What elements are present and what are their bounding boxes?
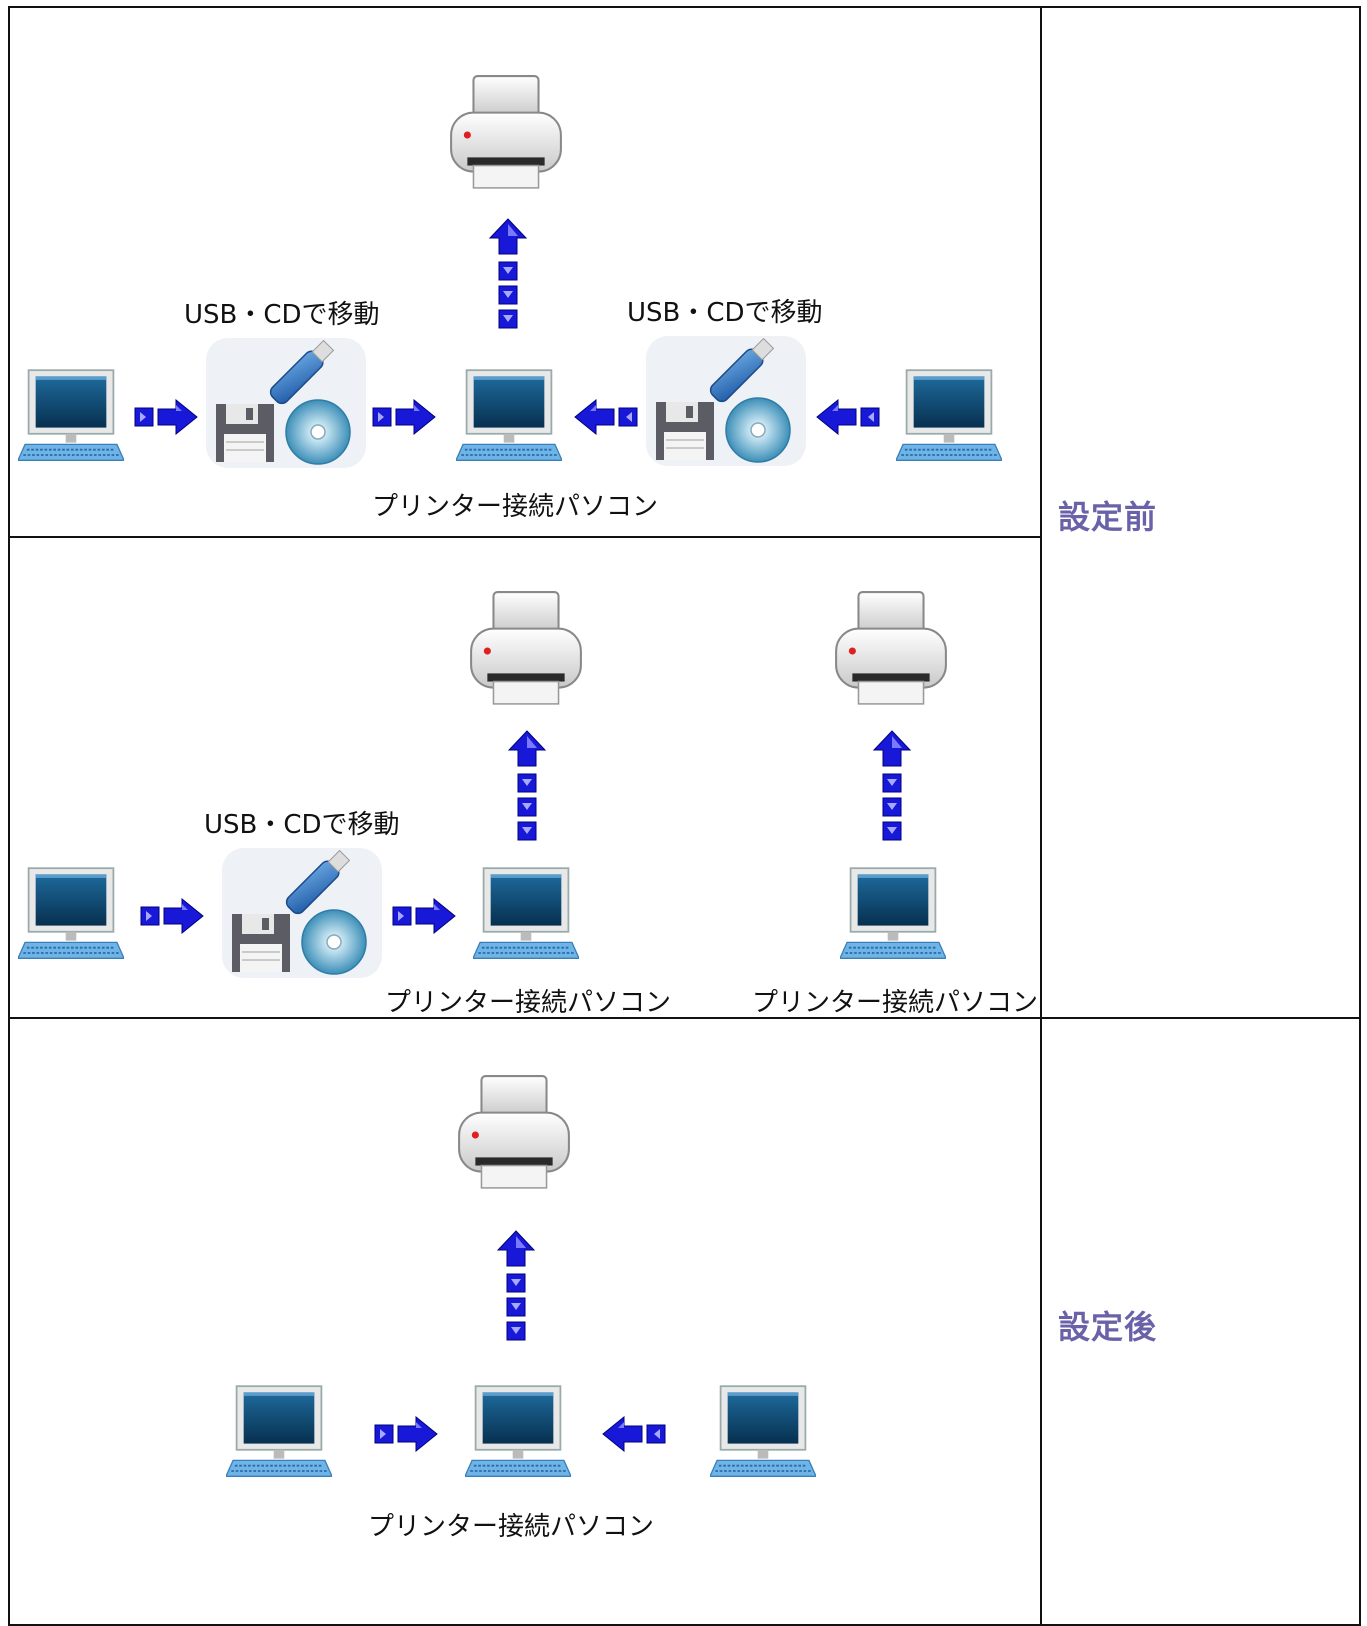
- arrow-up-icon: [507, 730, 547, 850]
- computer-icon: [465, 1384, 571, 1482]
- arrow-left-icon: [602, 1416, 666, 1452]
- arrow-up-icon: [488, 218, 528, 338]
- computer-icon: [710, 1384, 816, 1482]
- computer-icon: [456, 368, 562, 466]
- arrow-right-icon: [374, 1416, 438, 1452]
- printer-pc-label: プリンター接続パソコン: [368, 1512, 655, 1542]
- printer-icon: [445, 72, 567, 194]
- computer-icon: [840, 866, 946, 964]
- label-after-setup: 設定後: [1058, 1308, 1158, 1346]
- usb-cd-floppy-icon: [222, 848, 382, 978]
- row-divider-1: [8, 536, 1042, 538]
- usb-cd-label-left: USB・CDで移動: [184, 300, 380, 330]
- printer-pc-label-right: プリンター接続パソコン: [752, 988, 1039, 1018]
- usb-cd-floppy-icon: [646, 336, 806, 466]
- printer-pc-label: プリンター接続パソコン: [372, 492, 659, 522]
- arrow-up-icon: [496, 1230, 536, 1350]
- usb-cd-label: USB・CDで移動: [204, 810, 400, 840]
- printer-icon: [453, 1072, 575, 1194]
- printer-icon: [830, 588, 952, 710]
- computer-icon: [18, 866, 124, 964]
- arrow-left-icon: [816, 399, 880, 435]
- computer-icon: [473, 866, 579, 964]
- column-divider: [1040, 6, 1042, 1626]
- arrow-right-icon: [392, 898, 456, 934]
- arrow-left-icon: [574, 399, 638, 435]
- computer-icon: [896, 368, 1002, 466]
- computer-icon: [18, 368, 124, 466]
- usb-cd-label-right: USB・CDで移動: [627, 298, 823, 328]
- usb-cd-floppy-icon: [206, 338, 366, 468]
- arrow-up-icon: [872, 730, 912, 850]
- printer-icon: [465, 588, 587, 710]
- arrow-right-icon: [134, 399, 198, 435]
- label-before-setup: 設定前: [1058, 498, 1158, 536]
- printer-pc-label-left: プリンター接続パソコン: [385, 988, 672, 1018]
- computer-icon: [226, 1384, 332, 1482]
- arrow-right-icon: [140, 898, 204, 934]
- row-divider-2: [8, 1017, 1361, 1019]
- arrow-right-icon: [372, 399, 436, 435]
